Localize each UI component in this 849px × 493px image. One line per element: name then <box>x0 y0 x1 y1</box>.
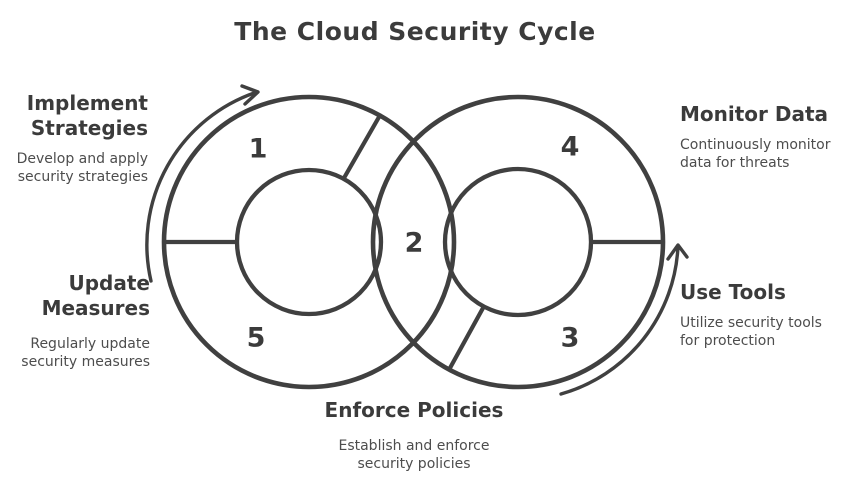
page-title: The Cloud Security Cycle <box>234 17 596 46</box>
divider-right-diagonal <box>447 305 486 371</box>
step-title: Enforce Policies <box>324 398 504 422</box>
step-description: Continuously monitor data for threats <box>680 137 831 171</box>
step-label-implement-strategies: Implement Strategies Develop and apply s… <box>17 91 148 187</box>
segment-number-4: 4 <box>560 131 580 163</box>
step-description: Regularly update security measures <box>21 336 150 370</box>
segment-number-2: 2 <box>404 227 424 259</box>
left-inner-ring <box>234 167 384 317</box>
step-label-enforce-policies: Enforce Policies Establish and enforce s… <box>325 398 504 474</box>
counterclockwise-flow-arrow-icon <box>559 243 689 396</box>
right-inner-ring <box>442 166 594 318</box>
step-title: Update Measures <box>41 271 150 320</box>
step-description: Develop and apply security strategies <box>16 151 148 185</box>
step-description: Utilize security tools for protection <box>680 315 822 349</box>
step-label-update-measures: Update Measures Regularly update securit… <box>21 271 150 372</box>
divider-left-diagonal <box>341 114 382 181</box>
step-label-use-tools: Use Tools Utilize security tools for pro… <box>680 280 822 351</box>
step-title: Implement Strategies <box>26 91 148 140</box>
step-label-monitor-data: Monitor Data Continuously monitor data f… <box>680 102 830 173</box>
segment-number-3: 3 <box>560 322 580 354</box>
step-title: Use Tools <box>680 280 786 304</box>
clockwise-flow-arrow-icon <box>145 84 260 283</box>
segment-number-5: 5 <box>246 322 266 354</box>
segment-number-1: 1 <box>248 133 268 165</box>
step-description: Establish and enforce security policies <box>338 438 490 472</box>
step-title: Monitor Data <box>680 102 829 126</box>
